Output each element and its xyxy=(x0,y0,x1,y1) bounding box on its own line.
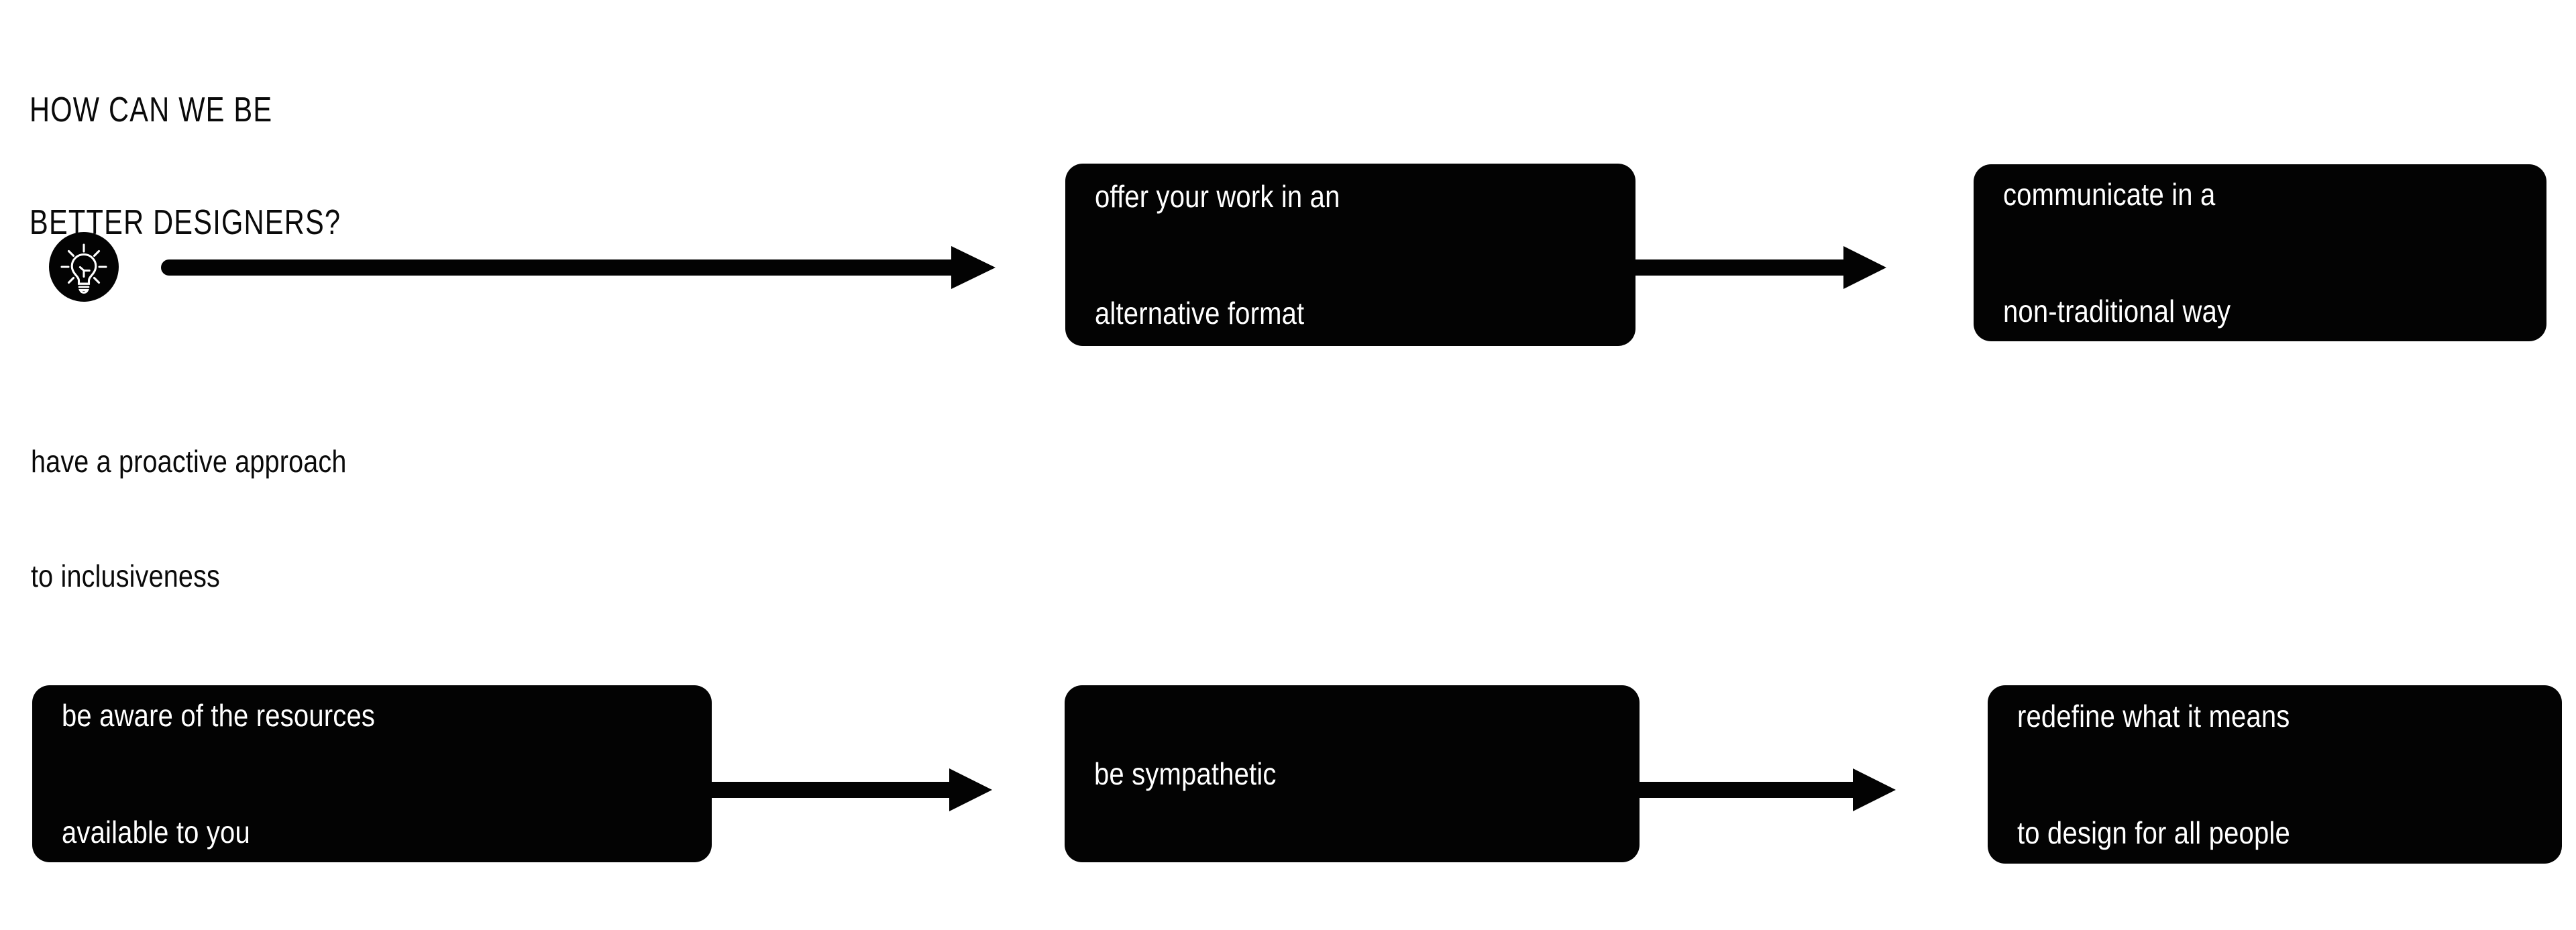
lightbulb-icon xyxy=(49,232,119,302)
page-title-line-1: HOW CAN WE BE xyxy=(30,91,273,129)
start-caption-line-2: to inclusiveness xyxy=(31,559,221,593)
node-be-aware-resources[interactable]: be aware of the resources available to y… xyxy=(32,685,712,862)
node-communicate-line-1: communicate in a xyxy=(2003,177,2216,212)
arrow-lightbulb-to-offer xyxy=(161,243,1000,292)
node-communicate-line-2: non-traditional way xyxy=(2003,294,2231,329)
node-offer-text: offer your work in an alternative format xyxy=(1095,99,1540,410)
node-redefine-design[interactable]: redefine what it means to design for all… xyxy=(1988,685,2562,864)
diagram-canvas: HOW CAN WE BE BETTER DESIGNERS? xyxy=(30,91,2562,864)
node-sympathetic-line-1: be sympathetic xyxy=(1094,756,1277,791)
node-be-sympathetic[interactable]: be sympathetic xyxy=(1065,685,1640,862)
node-resources-line-1: be aware of the resources xyxy=(62,698,376,733)
start-caption: have a proactive approach to inclusivene… xyxy=(31,366,550,672)
arrow-sympathetic-to-redefine xyxy=(1635,765,1898,815)
node-sympathetic-text: be sympathetic xyxy=(1094,677,1543,871)
arrow-resources-to-sympathetic xyxy=(708,765,995,815)
node-resources-text: be aware of the resources available to y… xyxy=(62,618,602,929)
node-resources-line-2: available to you xyxy=(62,815,250,850)
node-offer-line-1: offer your work in an xyxy=(1095,179,1340,214)
start-caption-line-1: have a proactive approach xyxy=(31,444,347,479)
node-offer-line-2: alternative format xyxy=(1095,296,1305,331)
node-redefine-line-1: redefine what it means xyxy=(2017,699,2290,734)
node-redefine-line-2: to design for all people xyxy=(2017,815,2290,850)
node-offer-your-work[interactable]: offer your work in an alternative format xyxy=(1065,164,1635,346)
node-communicate-text: communicate in a non-traditional way xyxy=(2003,97,2450,408)
arrow-offer-to-communicate xyxy=(1634,243,1889,292)
page-title-line-2: BETTER DESIGNERS? xyxy=(30,203,341,242)
node-communicate[interactable]: communicate in a non-traditional way xyxy=(1974,164,2546,341)
node-redefine-text: redefine what it means to design for all… xyxy=(2017,619,2465,930)
